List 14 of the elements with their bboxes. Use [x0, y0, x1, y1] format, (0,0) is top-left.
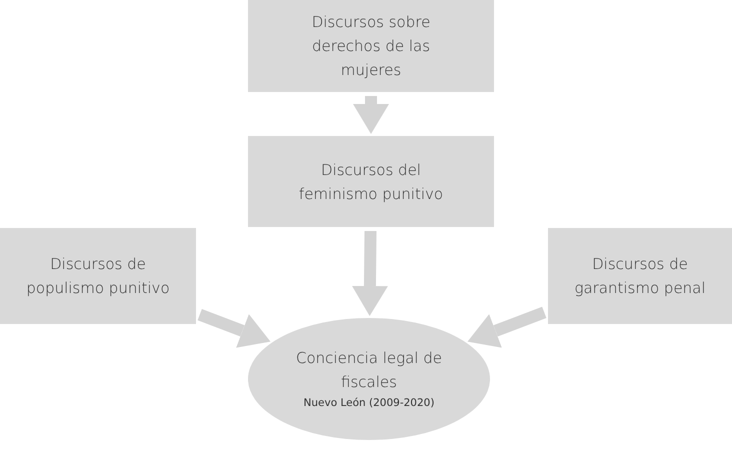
- node-label: Discursos sobre derechos de las mujeres: [310, 12, 432, 81]
- process-box: [548, 228, 732, 324]
- node-label: Discursos del feminismo punitivo: [298, 160, 444, 204]
- node-label: Discursos de populismo punitivo: [25, 254, 171, 299]
- node-label: Conciencia legal de fiscales: [295, 348, 443, 393]
- process-box: [248, 136, 494, 227]
- process-box: [248, 0, 494, 92]
- arrow: [468, 306, 546, 348]
- node-sublabel: Nuevo León (2009-2020): [304, 396, 434, 411]
- process-box: [0, 228, 196, 324]
- arrow: [353, 96, 389, 134]
- node-label: Discursos de garantismo penal: [573, 254, 707, 299]
- arrow: [198, 309, 270, 348]
- arrow: [352, 230, 388, 316]
